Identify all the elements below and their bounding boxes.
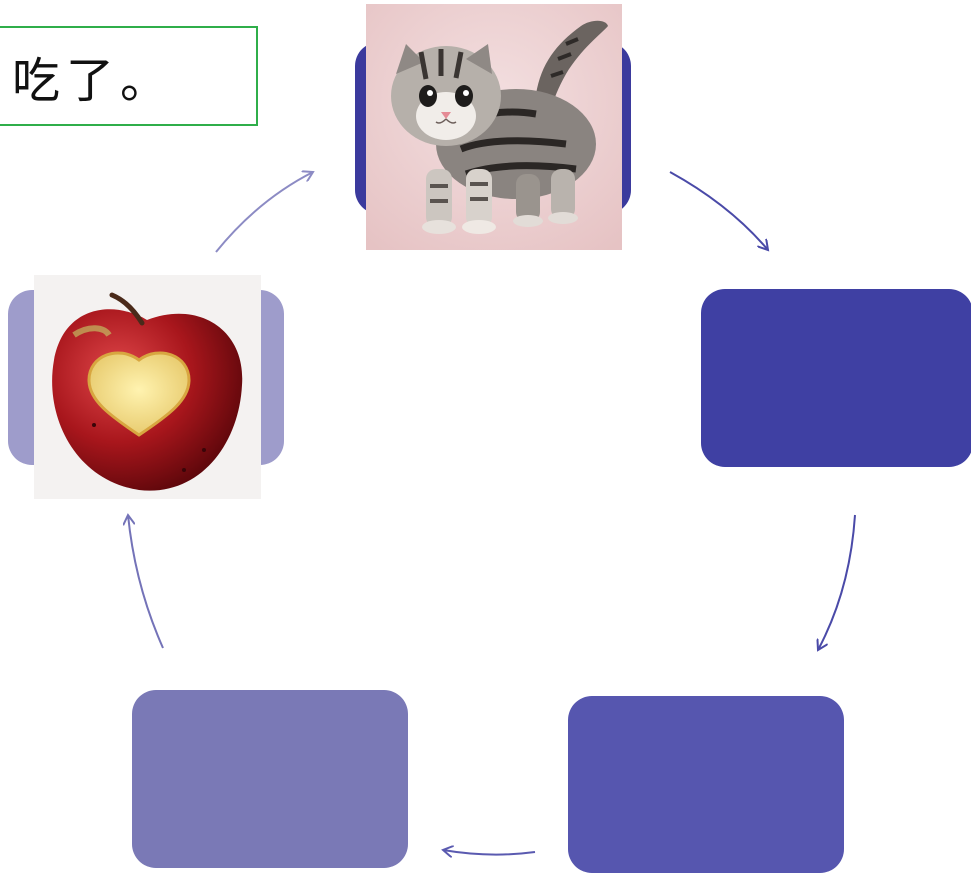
arrow-bottom-right-to-bottom-left (443, 850, 536, 855)
apple-heart-photo (34, 275, 261, 499)
cycle-node-bottom-left (132, 690, 408, 868)
cycle-node-right (701, 289, 971, 467)
arrow-right-to-bottom-right (818, 514, 856, 650)
arrow-top-to-right (669, 171, 768, 250)
kitten-photo (366, 4, 622, 250)
caption-box: 吃了。 (0, 26, 258, 126)
caption-text: 吃了。 (12, 53, 175, 109)
arrow-bottom-left-to-left (128, 515, 164, 649)
cycle-node-bottom-right (568, 696, 844, 873)
arrow-left-to-top (215, 172, 313, 253)
